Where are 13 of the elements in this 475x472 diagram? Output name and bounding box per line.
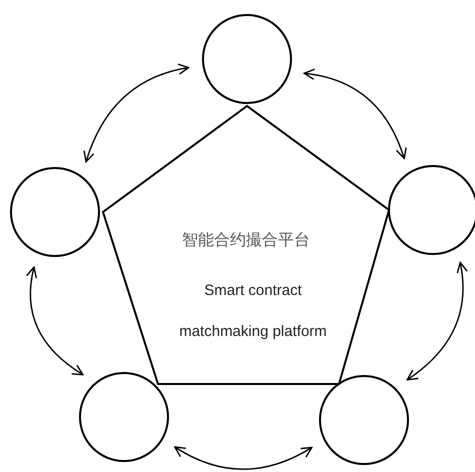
circle [202,14,292,104]
circle [319,375,409,465]
curved-arrow [406,262,468,380]
curved-arrow [174,446,312,470]
curved-arrow [304,69,406,160]
pentagon [103,106,389,384]
circle [79,372,169,462]
chinese-title: 智能合约撮合平台 [181,230,311,251]
curved-arrow [26,266,84,376]
curved-arrow [84,64,190,162]
english-title: Smart contract matchmaking platform [178,281,328,342]
circle [388,165,475,255]
circle [10,167,100,257]
